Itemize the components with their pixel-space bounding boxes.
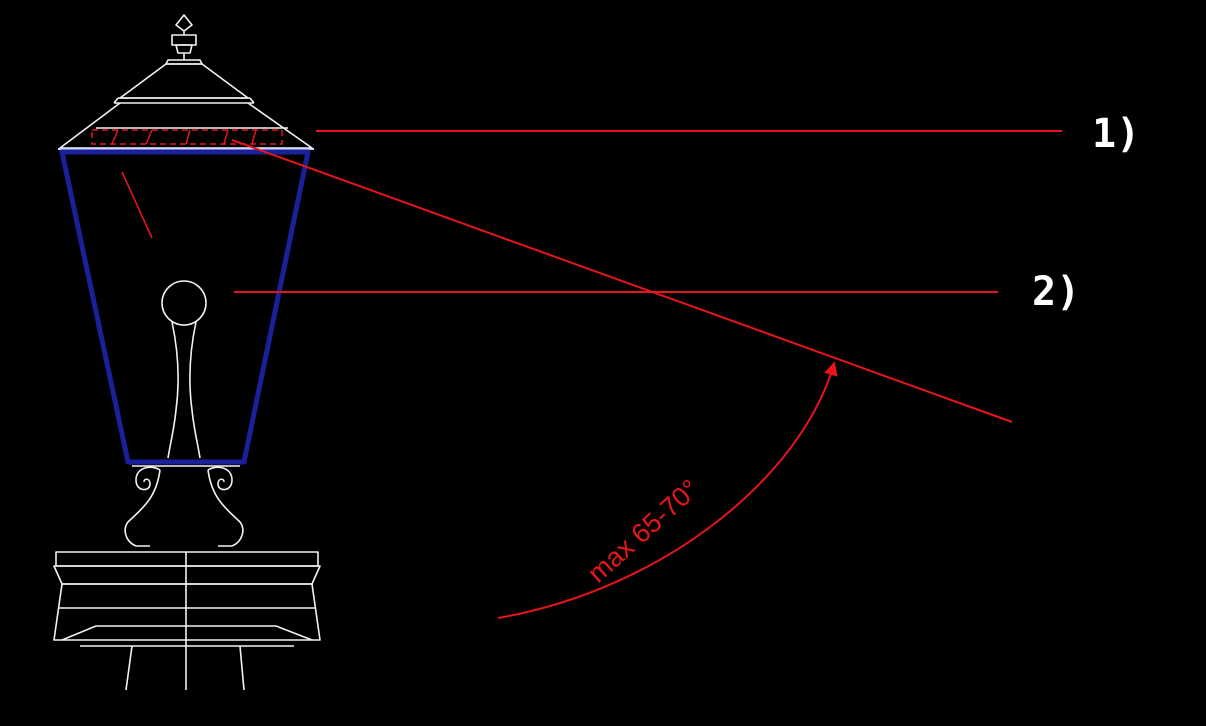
callout-label-1: 1): [1092, 111, 1141, 157]
callout-label-2: 2): [1032, 269, 1081, 315]
lantern-roof: [59, 14, 313, 149]
bulb-icon: [161, 280, 207, 459]
inner-ray: [121, 171, 153, 239]
light-source-row: [91, 129, 283, 145]
finial-icon: [165, 14, 203, 65]
angle-arc: [497, 361, 838, 619]
glass-frame: [59, 149, 311, 465]
cutoff-ray: [231, 139, 1013, 423]
lantern-base: [53, 465, 321, 691]
annotations: [121, 130, 1062, 619]
angle-label: max 65-70°: [582, 474, 705, 589]
